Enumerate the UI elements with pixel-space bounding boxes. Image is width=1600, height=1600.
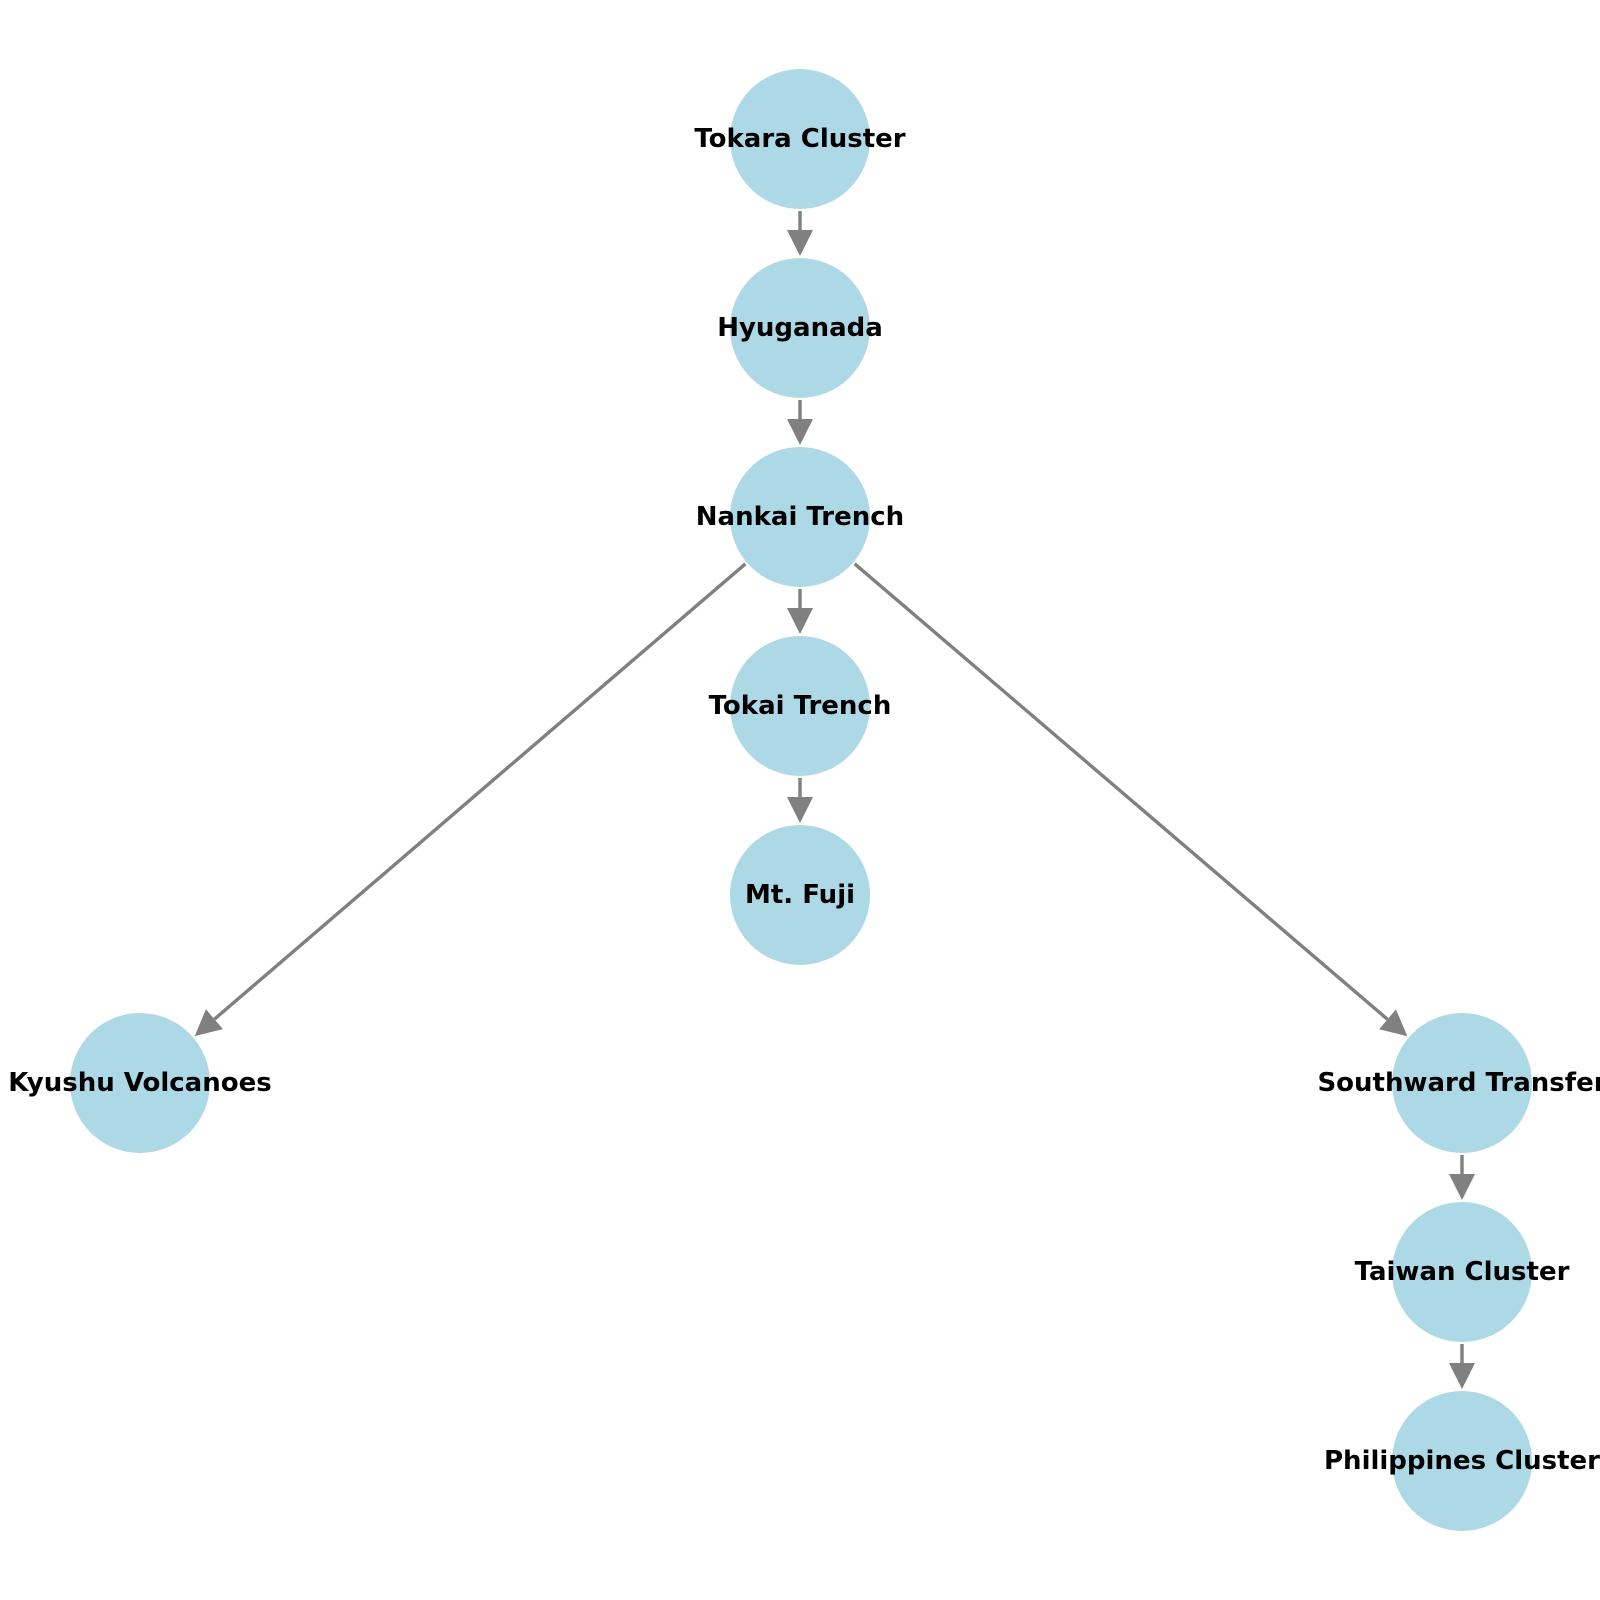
- arrowhead-icon: [787, 230, 813, 256]
- arrowhead-icon: [194, 1009, 223, 1037]
- node-label-tokai-trench: Tokai Trench: [709, 691, 892, 721]
- edges-layer: [194, 211, 1475, 1389]
- arrowhead-icon: [787, 419, 813, 445]
- node-mt-fuji: [730, 825, 870, 965]
- arrowhead-icon: [1449, 1363, 1475, 1389]
- node-tokai-trench: [730, 636, 870, 776]
- node-label-taiwan-cluster: Taiwan Cluster: [1355, 1257, 1570, 1287]
- node-label-nankai-trench: Nankai Trench: [696, 502, 904, 532]
- node-label-tokara-cluster: Tokara Cluster: [694, 124, 905, 154]
- node-hyuganada: [730, 258, 870, 398]
- nodes-layer: [70, 69, 1532, 1531]
- node-nankai-trench: [730, 447, 870, 587]
- node-taiwan-cluster: [1392, 1202, 1532, 1342]
- node-tokara-cluster: [730, 69, 870, 209]
- arrowhead-icon: [787, 797, 813, 823]
- node-label-hyuganada: Hyuganada: [717, 313, 883, 343]
- node-kyushu-volcanoes: [70, 1013, 210, 1153]
- node-label-southward-transfer: Southward Transfer: [1317, 1068, 1600, 1098]
- node-label-philippines-cluster: Philippines Cluster: [1324, 1446, 1600, 1476]
- node-philippines-cluster: [1392, 1391, 1532, 1531]
- node-southward-transfer: [1392, 1013, 1532, 1153]
- node-label-kyushu-volcanoes: Kyushu Volcanoes: [8, 1068, 271, 1098]
- edge-nankai-trench-to-southward-transfer: [853, 562, 1389, 1021]
- arrowhead-icon: [1449, 1174, 1475, 1200]
- arrowhead-icon: [1379, 1009, 1408, 1037]
- arrowhead-icon: [787, 608, 813, 634]
- node-label-mt-fuji: Mt. Fuji: [745, 880, 855, 910]
- edge-nankai-trench-to-kyushu-volcanoes: [213, 562, 747, 1021]
